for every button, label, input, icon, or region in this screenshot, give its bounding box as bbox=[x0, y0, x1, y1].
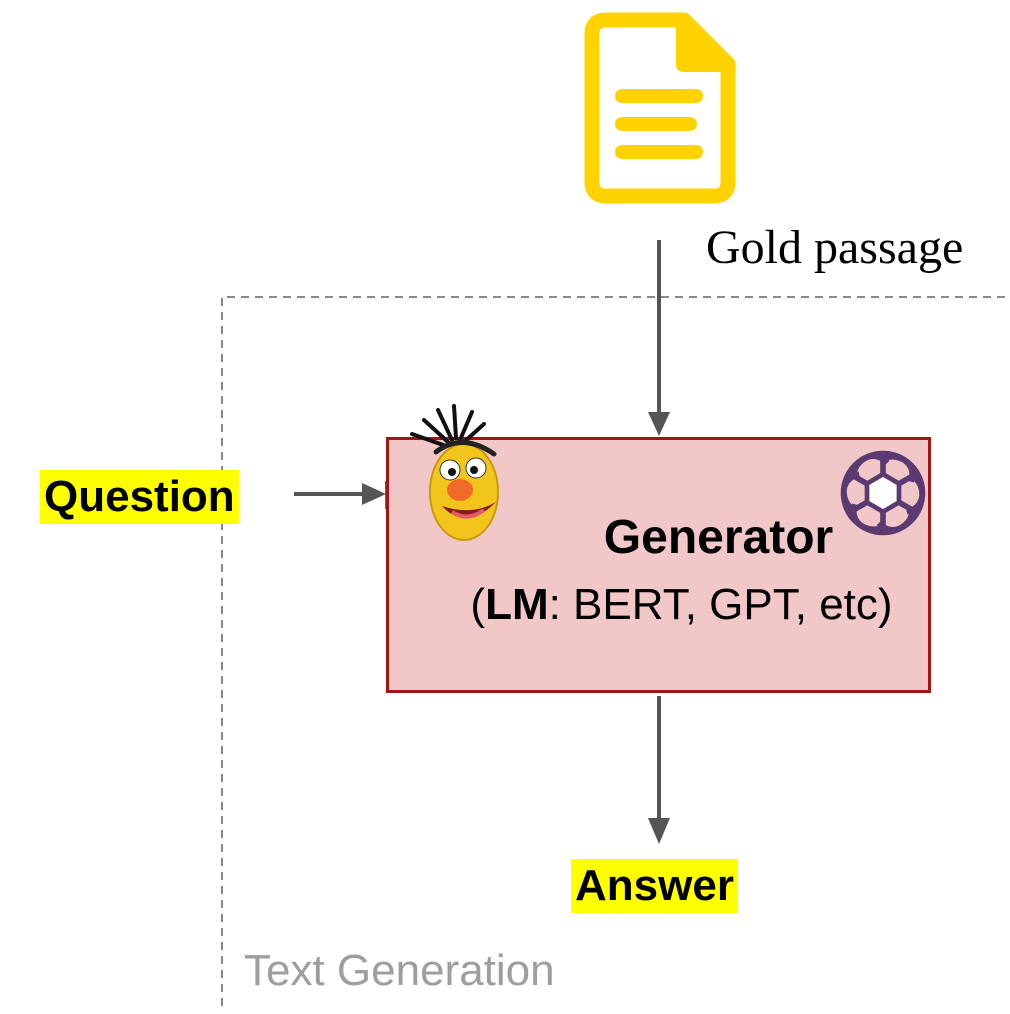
generator-subtitle: (LM: BERT, GPT, etc) bbox=[389, 578, 928, 632]
gold-passage-label: Gold passage bbox=[706, 221, 964, 274]
text-generation-region-label: Text Generation bbox=[244, 946, 555, 995]
generator-subtitle-models: : BERT, GPT, etc) bbox=[548, 580, 893, 629]
generator-title: Generator bbox=[603, 511, 834, 564]
question-arrowhead bbox=[362, 483, 386, 505]
answer-label: Answer bbox=[571, 859, 738, 913]
bert-muppet-icon bbox=[410, 404, 499, 541]
question-label: Question bbox=[40, 470, 239, 524]
generator-subtitle-open: ( bbox=[470, 580, 486, 629]
answer-arrowhead bbox=[648, 818, 670, 844]
document-icon bbox=[584, 12, 736, 204]
generator-subtitle-lm: LM bbox=[485, 580, 549, 629]
openai-logo-icon bbox=[840, 450, 926, 536]
passage-arrowhead bbox=[648, 412, 670, 436]
